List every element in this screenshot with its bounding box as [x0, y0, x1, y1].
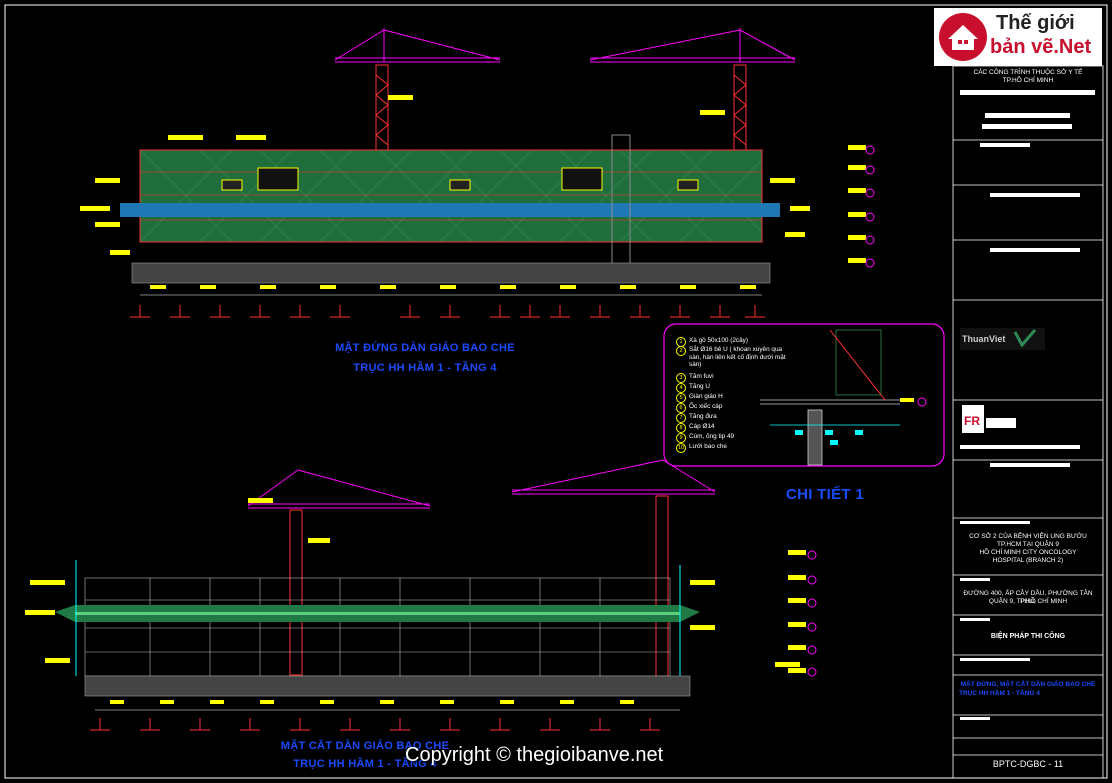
title-block-frame — [952, 65, 1104, 779]
cover-mesh-elevation — [139, 149, 763, 243]
section-name: BIỆN PHÁP THI CÔNG — [990, 633, 1066, 640]
elevation-view — [80, 28, 875, 318]
detail-callout — [663, 323, 945, 467]
project-line3: HỒ CHÍ MINH CITY ONCOLOGY — [979, 549, 1077, 556]
legend-text: Sắt Ø16 bẻ U ( khoan xuyên qua sàn, hàn … — [689, 346, 786, 368]
house-logo-icon — [939, 13, 987, 61]
level-markers-section — [807, 550, 817, 677]
legend-number: 5 — [676, 393, 686, 403]
legend-text: Xà gồ 50x100 (2cây) — [689, 337, 748, 344]
legend-number: 9 — [676, 433, 686, 443]
axis-markers-section — [90, 718, 660, 731]
detail-frame — [663, 323, 945, 467]
legend-text: Ốc xiếc cáp — [689, 403, 723, 410]
title-block-fills — [960, 90, 1095, 720]
project-line1: CƠ SỞ 2 CỦA BỆNH VIỆN UNG BƯỚU — [969, 533, 1087, 540]
elevation-title-line2: TRỤC HH HẦM 1 - TẦNG 4 — [353, 362, 497, 374]
legend-text: Cáp Ø14 — [689, 423, 715, 430]
section-title-line1: MẶT CẮT DÀN GIÁO BAO CHE — [280, 740, 450, 752]
sign-board-2 — [561, 167, 603, 191]
sheet-border — [4, 4, 1108, 779]
tower-crane-section-left — [247, 469, 431, 509]
project-line4: HOSPITAL (BRANCH 2) — [992, 557, 1064, 564]
legend-number: 7 — [676, 413, 686, 423]
svg-text:FR: FR — [964, 414, 980, 428]
crane-masts-top — [375, 64, 747, 151]
small-sign-3 — [677, 179, 699, 191]
detail-yellow-tag — [900, 398, 914, 402]
scaffold-posts-section — [75, 560, 681, 676]
detail-drawing — [760, 329, 900, 466]
ground-hatch-top — [131, 262, 771, 284]
crane-masts-section — [289, 495, 669, 677]
legend-number: 3 — [676, 373, 686, 383]
address-line1: ĐƯỜNG 400, ẤP CÂY DẦU, PHƯỜNG TÂN PHÚ, — [963, 590, 1093, 605]
owner-line2: TP.HỒ CHÍ MINH — [1002, 77, 1054, 84]
elevation-title-line1: MẶT ĐỨNG DÀN GIÁO BAO CHE — [335, 342, 515, 354]
net-highlight — [75, 612, 680, 615]
legend-text: Tăng đưa — [689, 413, 717, 420]
legend-text: Tăng U — [689, 383, 710, 390]
contractor-logo-thuanviet: ThuanViet — [960, 328, 1045, 350]
contractor-logo-fra: FR — [962, 405, 1016, 433]
sheet-number: BPTC-DGBC - 11 — [992, 759, 1064, 769]
watermark-logo — [934, 8, 1102, 66]
tower-crane-right — [589, 28, 796, 63]
section-title-line2: TRỤC HH HẦM 1 - TẦNG 4 — [293, 758, 437, 770]
detail-title: CHI TIẾT 1 — [785, 486, 864, 503]
legend-number: 10 — [676, 443, 686, 453]
drawing-title-line1: MẶT ĐỨNG, MẶT CẮT DÀN GIÁO BAO CHE — [960, 681, 1096, 688]
yellow-annotation-tags-section — [25, 498, 806, 704]
legend-number: 4 — [676, 383, 686, 393]
legend-number: 8 — [676, 423, 686, 433]
project-line2: TP.HCM TẠI QUẬN 9 — [997, 541, 1059, 548]
sign-board-1 — [257, 167, 299, 191]
mesh-pattern — [139, 149, 763, 243]
ground-hatch-section — [84, 675, 691, 697]
small-sign-1 — [221, 179, 243, 191]
building-section — [84, 577, 671, 677]
legend-text: Tăm fuvi — [689, 373, 714, 380]
section-view — [25, 459, 817, 731]
svg-text:ThuanViet: ThuanViet — [962, 334, 1005, 344]
small-sign-2 — [449, 179, 471, 191]
owner-line1: CÁC CÔNG TRÌNH THUỘC SỞ Y TẾ — [973, 69, 1083, 76]
level-markers-top — [865, 145, 875, 268]
elevation-grid-lines — [140, 171, 762, 221]
legend-text: Giàn giáo H — [689, 393, 723, 400]
legend-number: 2 — [676, 346, 686, 356]
address-line2: QUẬN 9, TP.HỒ CHÍ MINH — [988, 598, 1068, 605]
tower-crane-left — [334, 28, 501, 63]
detail-cyan-marks — [795, 430, 863, 445]
drawing-title-line2: TRỤC HH HẦM 1 - TẦNG 4 — [959, 690, 1040, 697]
legend-text: Lưới bao che — [689, 443, 727, 450]
logo-text-line1: Thế giới — [996, 12, 1075, 34]
blue-scaffold-band — [120, 203, 780, 217]
tower-crane-section-right — [511, 459, 716, 495]
copyright-watermark: Copyright © thegioibanve.net — [405, 744, 664, 766]
legend-text: Cùm, ống tip 49 — [689, 433, 735, 440]
detail-level-marker — [917, 397, 927, 407]
detail-cable — [829, 329, 886, 401]
axis-markers-top — [130, 305, 765, 318]
legend-number: 6 — [676, 403, 686, 413]
yellow-annotation-tags-top — [80, 95, 866, 289]
logo-text-line2: bản vẽ.Net — [990, 36, 1092, 58]
